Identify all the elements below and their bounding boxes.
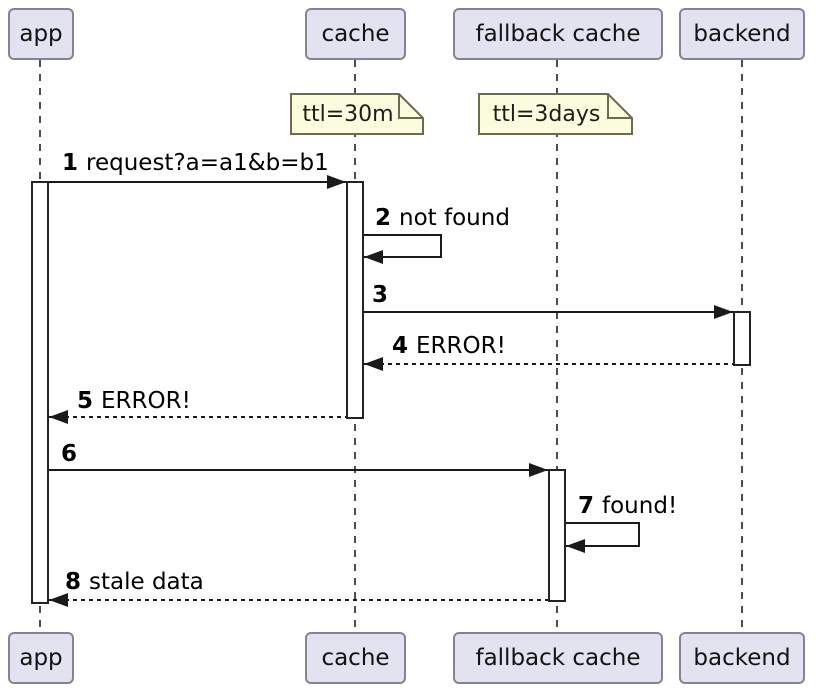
participant-label: cache (321, 21, 390, 47)
participant-label: backend (693, 21, 791, 47)
activation-cache (346, 181, 364, 419)
participant-label: cache (321, 645, 390, 671)
participant-backend-top: backend (679, 8, 805, 60)
message-5-line (49, 416, 346, 418)
note-ttl-cache: ttl=30m (290, 93, 424, 135)
message-1-line (49, 181, 346, 183)
participant-fallback-cache-bottom: fallback cache (453, 632, 663, 684)
participant-label: app (19, 645, 63, 671)
arrowhead-icon (364, 250, 383, 264)
arrowhead-icon (364, 357, 383, 371)
arrowhead-icon (529, 463, 548, 477)
participant-fallback-cache-top: fallback cache (453, 8, 663, 60)
lifeline-fallback-cache (556, 60, 558, 632)
note-text: ttl=3days (492, 101, 601, 127)
participant-backend-bottom: backend (679, 632, 805, 684)
message-3-label: 3 (372, 282, 389, 308)
message-6-label: 6 (61, 441, 78, 467)
note-shape (290, 93, 424, 135)
note-shape (478, 93, 633, 135)
message-6-line (49, 469, 548, 471)
participant-cache-bottom: cache (305, 632, 406, 684)
message-3-line (364, 311, 733, 313)
arrowhead-icon (566, 539, 585, 553)
arrowhead-icon (327, 175, 346, 189)
participant-app-bottom: app (8, 632, 74, 684)
participant-app-top: app (8, 8, 74, 60)
participant-label: backend (693, 645, 791, 671)
arrowhead-icon (49, 410, 68, 424)
participant-label: app (19, 21, 63, 47)
message-7-self-loop (566, 522, 640, 547)
message-4-line (364, 363, 733, 365)
arrowhead-icon (49, 593, 68, 607)
arrowhead-icon (714, 305, 733, 319)
activation-fallback-cache (548, 469, 566, 602)
activation-app (31, 181, 49, 604)
participant-label: fallback cache (475, 645, 641, 671)
message-2-self-loop (364, 234, 442, 258)
participant-cache-top: cache (305, 8, 406, 60)
note-text: ttl=30m (302, 101, 394, 127)
participant-label: fallback cache (475, 21, 641, 47)
message-8-line (49, 599, 548, 601)
activation-backend (733, 311, 751, 366)
note-ttl-fallback-cache: ttl=3days (478, 93, 633, 135)
